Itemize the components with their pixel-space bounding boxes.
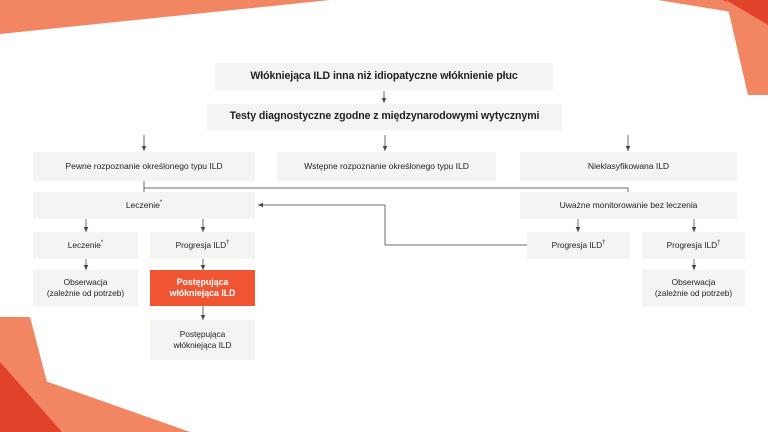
box-provisional-diagnosis-text: Wstępne rozpoznanie określonego typu ILD <box>304 160 469 171</box>
box-title-text: Włókniejąca ILD inna niż idiopatyczne wł… <box>250 69 518 82</box>
box-treatment-left: Leczenie* <box>33 192 255 219</box>
box-progression-right-b-text: Progresja ILD† <box>666 240 721 251</box>
box-definite-diagnosis-text: Pewne rozpoznanie określonego typu ILD <box>65 160 223 171</box>
box-progression-right-b: Progresja ILD† <box>642 232 745 259</box>
footnote-dagger: † <box>226 240 230 247</box>
box-provisional-diagnosis: Wstępne rozpoznanie określonego typu ILD <box>277 152 496 181</box>
box-watchful-monitoring: Uważne monitorowanie bez leczenia <box>520 192 737 219</box>
box-observation-left: Obserwacja (zależnie od potrzeb) <box>33 270 138 306</box>
box-title-fibrosing-ild: Włókniejąca ILD inna niż idiopatyczne wł… <box>215 63 553 90</box>
observation-line1: Obserwacja <box>63 277 108 288</box>
box-ppf-highlight-text: Postępująca włókniejąca ILD <box>170 277 236 300</box>
box-definite-diagnosis: Pewne rozpoznanie określonego typu ILD <box>33 152 255 181</box>
box-treatment-left-text: Leczenie* <box>125 199 163 210</box>
box-progressive-pulmonary-fibrosis-outcome: Postępująca włókniejąca ILD <box>150 320 255 360</box>
box-diagnostic-tests: Testy diagnostyczne zgodne z międzynarod… <box>207 104 562 130</box>
observation-right-line1: Obserwacja <box>671 277 716 288</box>
box-observation-left-text: Obserwacja (zależnie od potrzeb) <box>47 277 124 299</box>
box-progression-left: Progresja ILD† <box>150 232 255 259</box>
box-ppf-outcome-text: Postępująca włókniejąca ILD <box>174 329 232 351</box>
observation-right-line2: (zależnie od potrzeb) <box>654 288 733 298</box>
box-watchful-monitoring-text: Uważne monitorowanie bez leczenia <box>559 199 698 210</box>
box-observation-right: Obserwacja (zależnie od potrzeb) <box>642 270 745 306</box>
box-treatment-left-2: Leczenie* <box>33 232 138 259</box>
box-observation-right-text: Obserwacja (zależnie od potrzeb) <box>655 277 732 299</box>
box-progression-right-a: Progresja ILD† <box>527 232 630 259</box>
footnote-asterisk: * <box>159 199 163 207</box>
box-progression-right-a-text: Progresja ILD† <box>551 240 606 251</box>
observation-line2: (zależnie od potrzeb) <box>46 288 125 298</box>
box-treatment-left-2-text: Leczenie* <box>67 240 104 251</box>
box-unclassifiable-ild: Nieklasyfikowana ILD <box>520 152 737 181</box>
footnote-dagger: † <box>602 240 606 247</box>
box-diagnostic-tests-text: Testy diagnostyczne zgodne z międzynarod… <box>229 110 540 123</box>
ppf-out-line1: Postępująca <box>179 329 226 340</box>
ppf-line2: włókniejąca ILD <box>169 288 236 298</box>
box-unclassifiable-ild-text: Nieklasyfikowana ILD <box>587 160 670 171</box>
ppf-out-line2: włókniejąca ILD <box>173 340 232 350</box>
ppf-line1: Postępująca <box>176 276 229 287</box>
footnote-dagger: † <box>717 240 721 247</box>
box-progression-left-text: Progresja ILD† <box>175 240 230 251</box>
footnote-asterisk: * <box>100 240 104 247</box>
box-progressive-pulmonary-fibrosis-highlight: Postępująca włókniejąca ILD <box>150 270 255 306</box>
